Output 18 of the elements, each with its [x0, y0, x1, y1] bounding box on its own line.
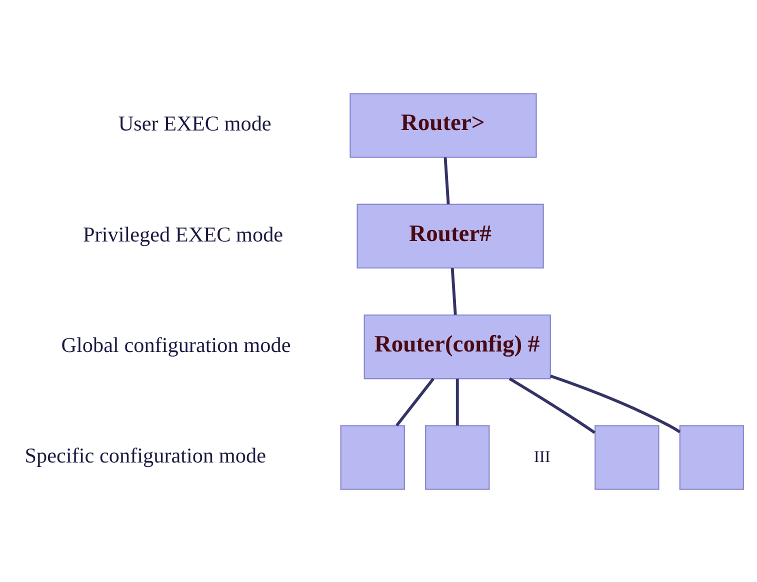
node-box — [340, 424, 405, 490]
node-box — [679, 424, 744, 490]
node-box: Router(config) # — [364, 314, 551, 379]
label: Global configuration mode — [61, 332, 291, 357]
label: Specific configuration mode — [24, 443, 266, 468]
node-box — [425, 424, 490, 490]
label: Privileged EXEC mode — [83, 222, 284, 246]
connector — [550, 374, 681, 433]
connector — [508, 376, 596, 434]
node-box: Router> — [350, 92, 537, 158]
node-box: Router# — [356, 203, 544, 268]
connector — [396, 377, 434, 426]
node-box — [594, 424, 660, 490]
label: III — [534, 446, 550, 466]
connector — [456, 378, 459, 425]
connector — [444, 156, 450, 204]
connector — [450, 268, 457, 314]
label: User EXEC mode — [118, 111, 272, 136]
